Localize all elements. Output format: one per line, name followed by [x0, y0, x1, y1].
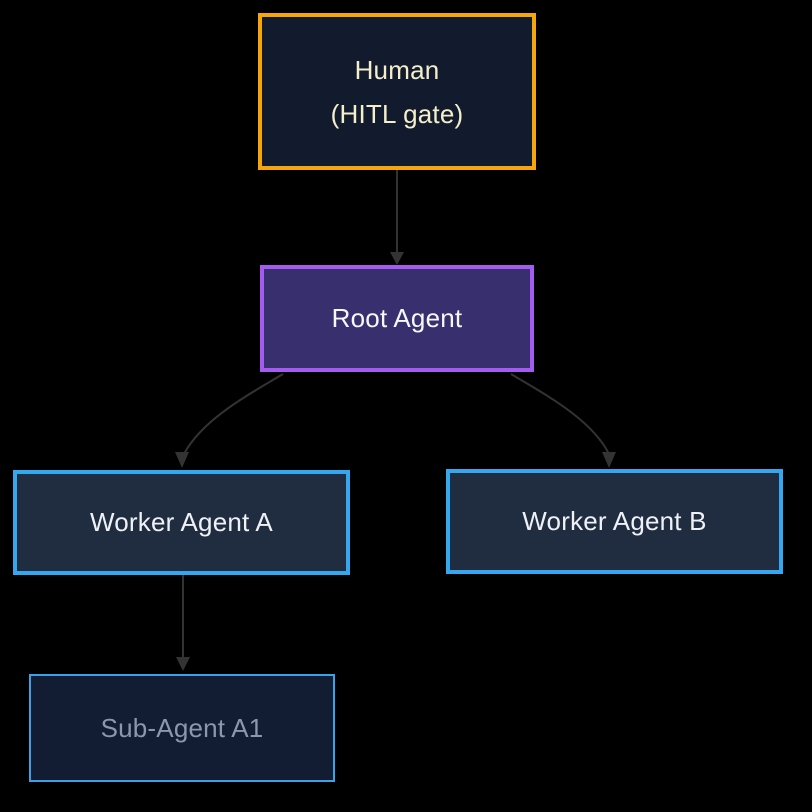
node-sub-agent-a1: Sub-Agent A1 — [29, 674, 335, 782]
node-worker-agent-b-label: Worker Agent B — [522, 506, 707, 536]
arrowhead-down-icon — [176, 657, 190, 671]
edge-worker-a-to-sub-a1 — [176, 575, 190, 671]
edge-root-to-worker-a-line — [183, 373, 284, 455]
node-human-sublabel: (HITL gate) — [330, 98, 464, 129]
edge-root-to-worker-b — [510, 373, 616, 468]
edge-root-to-worker-a — [175, 373, 284, 468]
node-worker-agent-a-label: Worker Agent A — [90, 507, 273, 537]
node-sub-agent-a1-label: Sub-Agent A1 — [100, 712, 264, 743]
node-root-agent: Root Agent — [260, 265, 534, 372]
arrowhead-down-icon — [602, 452, 616, 468]
node-worker-agent-a: Worker Agent A — [13, 470, 350, 575]
node-worker-agent-b: Worker Agent B — [446, 469, 783, 574]
node-human: Human (HITL gate) — [258, 13, 536, 170]
node-human-label: Human — [354, 54, 440, 85]
arrowhead-down-icon — [390, 252, 404, 265]
node-root-agent-label: Root Agent — [331, 303, 463, 333]
arrowhead-down-icon — [175, 452, 189, 468]
edge-root-to-worker-b-line — [510, 373, 610, 455]
edge-human-to-root — [390, 170, 404, 265]
